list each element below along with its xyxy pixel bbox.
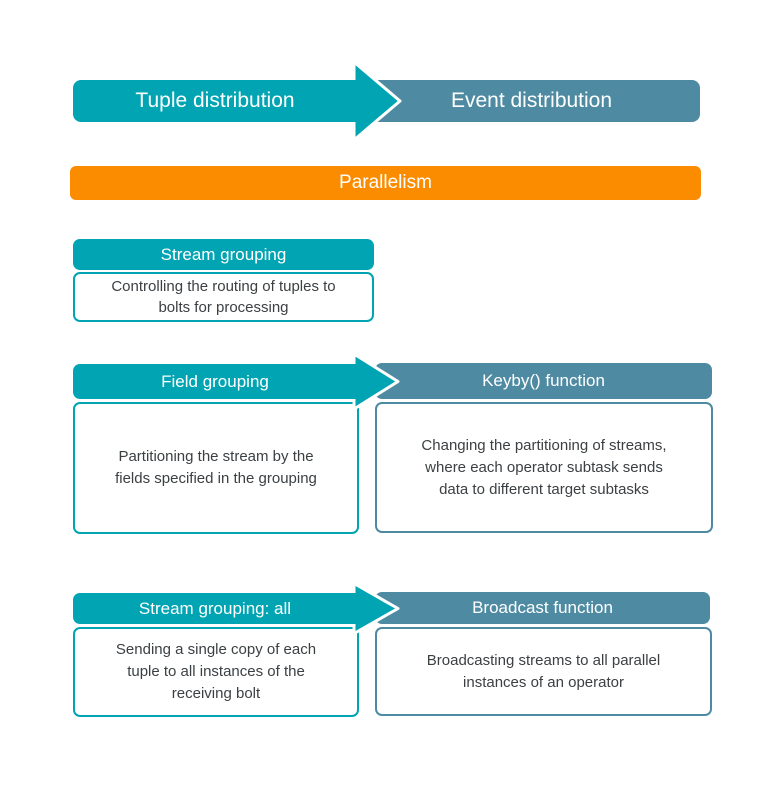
stream-grouping-all-body: Sending a single copy of each tuple to a… bbox=[73, 627, 359, 717]
broadcast-function-title: Broadcast function bbox=[472, 598, 613, 617]
keyby-function-body-line: Changing the partitioning of streams, bbox=[421, 436, 667, 454]
stream-grouping-body-line: bolts for processing bbox=[158, 299, 289, 316]
arrow-head-icon bbox=[352, 60, 402, 142]
broadcast-function-body-line: instances of an operator bbox=[463, 673, 624, 691]
stream-grouping-body: Controlling the routing of tuples to bol… bbox=[73, 272, 374, 322]
parallelism-bar: Parallelism bbox=[70, 166, 701, 200]
stream-grouping-all-body-line: tuple to all instances of the bbox=[127, 663, 305, 680]
field-grouping-body: Partitioning the stream by the fields sp… bbox=[73, 402, 359, 534]
tuple-distribution-label: Tuple distribution bbox=[135, 89, 295, 112]
broadcast-function-body-line: Broadcasting streams to all parallel bbox=[426, 651, 661, 669]
broadcast-function-header: Broadcast function bbox=[375, 592, 710, 624]
tuple-distribution-banner: Tuple distribution bbox=[73, 80, 357, 122]
stream-grouping-body-line: Controlling the routing of tuples to bbox=[111, 278, 336, 295]
event-distribution-label: Event distribution bbox=[450, 89, 613, 112]
stream-grouping-header: Stream grouping bbox=[73, 239, 374, 270]
field-grouping-title: Field grouping bbox=[161, 371, 269, 391]
keyby-function-body-line: where each operator subtask sends bbox=[425, 458, 663, 476]
stream-grouping-all-body-line: Sending a single copy of each bbox=[115, 641, 317, 658]
stream-grouping-all-title: Stream grouping: all bbox=[138, 598, 292, 618]
parallelism-label: Parallelism bbox=[339, 172, 432, 193]
arrow-head-icon bbox=[352, 582, 400, 635]
keyby-function-body: Changing the partitioning of streams, wh… bbox=[375, 402, 713, 533]
field-grouping-header: Field grouping bbox=[73, 364, 357, 399]
field-grouping-body-line: fields specified in the grouping bbox=[115, 470, 317, 487]
stream-grouping-all-header: Stream grouping: all bbox=[73, 593, 357, 624]
keyby-function-header: Keyby() function bbox=[375, 363, 712, 399]
broadcast-function-body: Broadcasting streams to all parallel ins… bbox=[375, 627, 712, 716]
arrow-head-icon bbox=[352, 352, 400, 411]
field-grouping-body-line: Partitioning the stream by the bbox=[118, 448, 314, 465]
keyby-function-body-line: data to different target subtasks bbox=[439, 480, 649, 498]
stream-grouping-title: Stream grouping bbox=[160, 244, 287, 264]
stream-grouping-all-body-line: receiving bolt bbox=[171, 685, 261, 702]
event-distribution-banner: Event distribution bbox=[363, 80, 700, 122]
keyby-function-title: Keyby() function bbox=[482, 371, 605, 390]
